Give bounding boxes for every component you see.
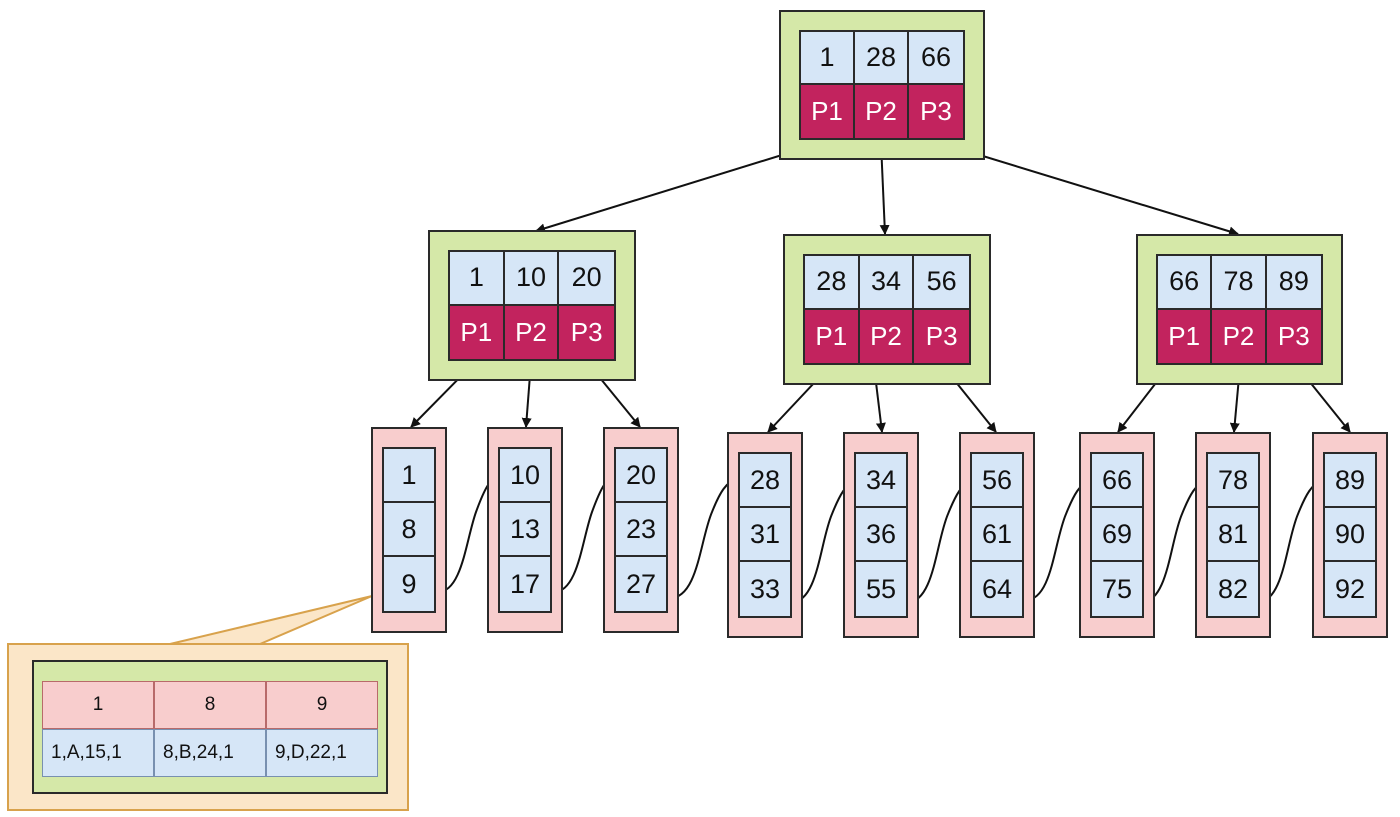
leaf-node-3-stack: 20 23 27 <box>614 447 668 613</box>
leaf-node-2-stack: 10 13 17 <box>498 447 552 613</box>
leaf-node-1-stack: 1 8 9 <box>382 447 436 613</box>
leaf-2-key-1: 10 <box>500 449 550 503</box>
record-detail-table: 1 8 9 1,A,15,1 8,B,24,1 9,D,22,1 <box>42 681 378 777</box>
leaf-node-3: 20 23 27 <box>603 427 679 633</box>
internal-node-1-pointer-1[interactable]: P1 <box>450 305 505 359</box>
leaf-9-key-2: 90 <box>1325 508 1375 562</box>
leaf-node-8: 78 81 82 <box>1195 432 1271 638</box>
root-pointer-3[interactable]: P3 <box>909 85 963 138</box>
leaf-node-4-stack: 28 31 33 <box>738 452 792 618</box>
internal-node-2-key-2: 34 <box>859 256 915 310</box>
internal-node-2-pointer-1[interactable]: P1 <box>805 309 860 363</box>
internal-node-2-pointer-2[interactable]: P2 <box>859 309 915 363</box>
leaf-3-key-1: 20 <box>616 449 666 503</box>
internal-node-2: 28 34 56 P1 P2 P3 <box>783 234 991 385</box>
leaf-6-key-1: 56 <box>972 454 1022 508</box>
root-node: 1 28 66 P1 P2 P3 <box>779 10 985 160</box>
internal-node-1-grid: 1 10 20 P1 P2 P3 <box>448 250 616 361</box>
internal-node-1-key-3: 20 <box>559 252 614 306</box>
leaf-5-key-3: 55 <box>856 562 906 616</box>
internal-node-2-grid: 28 34 56 P1 P2 P3 <box>803 254 971 365</box>
leaf-9-key-1: 89 <box>1325 454 1375 508</box>
leaf-node-8-stack: 78 81 82 <box>1206 452 1260 618</box>
leaf-node-5: 34 36 55 <box>843 432 919 638</box>
leaf-5-key-2: 36 <box>856 508 906 562</box>
leaf-node-6-stack: 56 61 64 <box>970 452 1024 618</box>
leaf-7-key-2: 69 <box>1092 508 1142 562</box>
root-key-1: 1 <box>801 32 855 85</box>
root-pointer-2[interactable]: P2 <box>855 85 909 138</box>
internal-node-1-pointer-3[interactable]: P3 <box>559 305 614 359</box>
root-key-2: 28 <box>855 32 909 85</box>
root-pointer-1[interactable]: P1 <box>801 85 855 138</box>
leaf-2-key-2: 13 <box>500 503 550 557</box>
root-key-3: 66 <box>909 32 963 85</box>
internal-node-1-key-2: 10 <box>504 252 560 306</box>
leaf-node-4: 28 31 33 <box>727 432 803 638</box>
leaf-node-9: 89 90 92 <box>1312 432 1388 638</box>
internal-node-3-pointer-1[interactable]: P1 <box>1158 309 1213 363</box>
internal-node-1-pointer-2[interactable]: P2 <box>504 305 560 359</box>
internal-node-3-key-2: 78 <box>1212 256 1267 310</box>
callout-pointer <box>169 595 373 645</box>
leaf-node-7-stack: 66 69 75 <box>1090 452 1144 618</box>
leaf-7-key-1: 66 <box>1092 454 1142 508</box>
internal-node-2-key-1: 28 <box>805 256 860 310</box>
leaf-2-key-3: 17 <box>500 557 550 611</box>
record-row-1: 1,A,15,1 <box>42 729 154 777</box>
internal-node-2-pointer-3[interactable]: P3 <box>914 309 969 363</box>
internal-node-3: 66 78 89 P1 P2 P3 <box>1136 234 1343 385</box>
leaf-node-5-stack: 34 36 55 <box>854 452 908 618</box>
internal-node-3-key-3: 89 <box>1266 256 1321 310</box>
internal-node-3-grid: 66 78 89 P1 P2 P3 <box>1156 254 1323 365</box>
leaf-1-key-2: 8 <box>384 503 434 557</box>
internal-node-1-key-1: 1 <box>450 252 505 306</box>
record-row-2: 8,B,24,1 <box>154 729 266 777</box>
leaf-8-key-1: 78 <box>1208 454 1258 508</box>
leaf-4-key-3: 33 <box>740 562 790 616</box>
leaf-4-key-2: 31 <box>740 508 790 562</box>
leaf-8-key-2: 81 <box>1208 508 1258 562</box>
record-detail-callout: 1 8 9 1,A,15,1 8,B,24,1 9,D,22,1 <box>7 643 409 811</box>
leaf-node-7: 66 69 75 <box>1079 432 1155 638</box>
record-key-3: 9 <box>266 681 378 729</box>
record-key-2: 8 <box>154 681 266 729</box>
internal-node-3-pointer-2[interactable]: P2 <box>1212 309 1267 363</box>
leaf-9-key-3: 92 <box>1325 562 1375 616</box>
leaf-1-key-1: 1 <box>384 449 434 503</box>
leaf-node-9-stack: 89 90 92 <box>1323 452 1377 618</box>
leaf-1-key-3: 9 <box>384 557 434 611</box>
leaf-6-key-2: 61 <box>972 508 1022 562</box>
leaf-node-2: 10 13 17 <box>487 427 563 633</box>
leaf-7-key-3: 75 <box>1092 562 1142 616</box>
record-key-1: 1 <box>42 681 154 729</box>
leaf-3-key-3: 27 <box>616 557 666 611</box>
internal-node-3-pointer-3[interactable]: P3 <box>1266 309 1321 363</box>
record-detail-page: 1 8 9 1,A,15,1 8,B,24,1 9,D,22,1 <box>32 660 388 794</box>
leaf-node-6: 56 61 64 <box>959 432 1035 638</box>
root-node-grid: 1 28 66 P1 P2 P3 <box>799 30 965 140</box>
leaf-4-key-1: 28 <box>740 454 790 508</box>
leaf-5-key-1: 34 <box>856 454 906 508</box>
internal-node-1: 1 10 20 P1 P2 P3 <box>428 230 636 381</box>
internal-node-2-key-3: 56 <box>914 256 969 310</box>
record-row-3: 9,D,22,1 <box>266 729 378 777</box>
leaf-8-key-3: 82 <box>1208 562 1258 616</box>
leaf-node-1: 1 8 9 <box>371 427 447 633</box>
leaf-6-key-3: 64 <box>972 562 1022 616</box>
internal-node-3-key-1: 66 <box>1158 256 1213 310</box>
leaf-3-key-2: 23 <box>616 503 666 557</box>
